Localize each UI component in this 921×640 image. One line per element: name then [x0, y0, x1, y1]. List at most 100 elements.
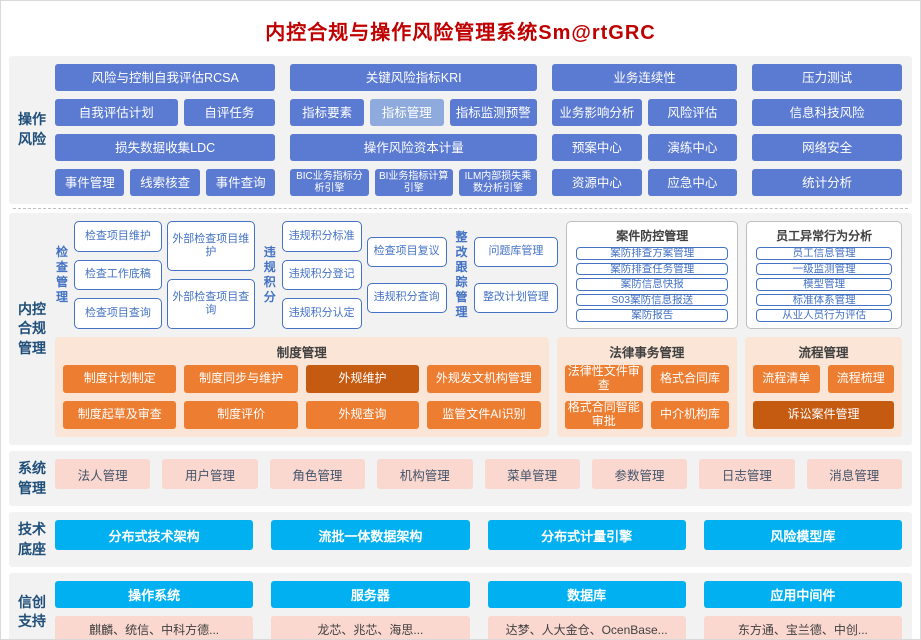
legal-module-button[interactable]: 格式合同智能审批	[564, 400, 643, 429]
inspection-module-button[interactable]: 外部检查项目查询	[166, 279, 255, 329]
process-module-button[interactable]: 诉讼案件管理	[753, 401, 894, 429]
op-risk-module-button[interactable]: BIC业务指标分析引擎	[290, 169, 369, 196]
policy-module-button[interactable]: 制度起草及审查	[63, 401, 177, 429]
operational-risk-content: 风险与控制自我评估RCSA 自我评估计划自评任务 损失数据收集LDC 事件管理线…	[55, 64, 902, 196]
op-risk-module-button[interactable]: 信息科技风险	[752, 99, 902, 126]
op-risk-module-button[interactable]: 指标监测预警	[449, 99, 538, 126]
band-label-xinchuang: 信创支持	[9, 581, 55, 639]
policy-module-button[interactable]: 制度计划制定	[63, 365, 177, 393]
policy-module-button[interactable]: 外规查询	[305, 401, 420, 429]
violation-module-button[interactable]: 违规积分认定	[281, 298, 362, 330]
system-module-button[interactable]: 菜单管理	[484, 459, 580, 489]
op-risk-module-button[interactable]: 风险评估	[647, 99, 738, 126]
violation-module-button[interactable]: 违规积分标准	[281, 221, 362, 252]
band-compliance: 内控合规管理 检查管理 检查项目维护检查工作底稿检查项目查询 外部检查项目维护外…	[9, 213, 912, 445]
system-module-button[interactable]: 用户管理	[162, 459, 258, 489]
policy-module-button[interactable]: 外规维护	[305, 365, 420, 393]
system-module-button[interactable]: 机构管理	[377, 459, 473, 489]
policy-module-button[interactable]: 外规发文机构管理	[427, 365, 541, 393]
case-prevention-module-button[interactable]: S03案防信息报送	[576, 293, 729, 307]
op-risk-module-button[interactable]: ILM内部损失乘数分析引擎	[458, 169, 538, 196]
op-risk-module-button[interactable]: BI业务指标计算引擎	[374, 169, 453, 196]
employee-behavior-module-button[interactable]: 员工信息管理	[756, 247, 892, 260]
rectification-module-button[interactable]: 整改计划管理	[473, 283, 559, 313]
button-row: 法律性文件审查格式合同库	[564, 364, 730, 393]
tech-module-button[interactable]: 分布式技术架构	[55, 520, 254, 551]
inspection-module-button[interactable]: 外部检查项目维护	[166, 221, 255, 271]
xinchuang-column-database: 数据库 达梦、人大金仓、OcenBase...	[487, 581, 686, 639]
tech-module-button[interactable]: 分布式计量引擎	[487, 520, 686, 551]
legal-module-button[interactable]: 格式合同库	[650, 365, 730, 393]
op-risk-module-button[interactable]: 自我评估计划	[55, 99, 178, 126]
panel-legal-affairs: 法律事务管理 法律性文件审查格式合同库格式合同智能审批中介机构库	[556, 337, 738, 437]
system-module-button[interactable]: 消息管理	[806, 459, 902, 489]
op-risk-module-button[interactable]: 事件管理	[55, 169, 125, 196]
op-risk-module-button[interactable]: 损失数据收集LDC	[55, 134, 276, 161]
xinchuang-category-header: 服务器	[271, 581, 470, 609]
employee-behavior-module-button[interactable]: 标准体系管理	[756, 293, 892, 307]
op-risk-module-button[interactable]: 压力测试	[752, 64, 902, 91]
case-prevention-module-button[interactable]: 案防排查方案管理	[576, 247, 729, 260]
group-label-violation: 违规积分	[263, 221, 277, 329]
case-prevention-module-button[interactable]: 案防排查任务管理	[576, 262, 729, 276]
panel-process-management: 流程管理 流程清单流程梳理诉讼案件管理	[745, 337, 902, 437]
op-risk-module-button[interactable]: 指标要素	[290, 99, 364, 126]
band-label-compliance: 内控合规管理	[9, 221, 55, 437]
case-prevention-module-button[interactable]: 案防信息快报	[576, 278, 729, 291]
operational-risk-grid: 风险与控制自我评估RCSA 自我评估计划自评任务 损失数据收集LDC 事件管理线…	[55, 64, 902, 196]
op-risk-module-button[interactable]: 风险与控制自我评估RCSA	[55, 64, 276, 91]
legal-module-button[interactable]: 法律性文件审查	[564, 364, 643, 393]
op-risk-module-button[interactable]: 线索核查	[130, 169, 200, 196]
tech-module-button[interactable]: 风险模型库	[703, 520, 902, 551]
employee-behavior-module-button[interactable]: 模型管理	[756, 278, 892, 291]
op-risk-module-button[interactable]: 业务影响分析	[552, 99, 642, 126]
employee-behavior-module-button[interactable]: 从业人员行为评估	[756, 309, 892, 322]
tech-modules-row: 分布式技术架构流批一体数据架构分布式计量引擎风险模型库	[55, 520, 902, 551]
op-risk-module-button[interactable]: 业务连续性	[552, 64, 738, 91]
case-prevention-module-button[interactable]: 案防报告	[576, 309, 729, 322]
process-module-button[interactable]: 流程梳理	[827, 365, 894, 393]
op-risk-module-button[interactable]: 自评任务	[183, 99, 276, 126]
system-module-button[interactable]: 参数管理	[591, 459, 688, 489]
op-risk-column-stress: 压力测试 信息科技风险 网络安全 统计分析	[752, 64, 902, 196]
op-risk-row: 压力测试	[752, 64, 902, 91]
group-label-rectification: 整改跟踪管理	[455, 221, 469, 329]
process-module-button[interactable]: 流程清单	[753, 365, 820, 393]
inspection-module-button[interactable]: 检查工作底稿	[74, 259, 162, 291]
op-risk-module-button[interactable]: 资源中心	[552, 169, 642, 196]
tech-module-button[interactable]: 流批一体数据架构	[271, 520, 470, 551]
op-risk-module-button[interactable]: 应急中心	[647, 169, 738, 196]
band-label-text: 信创支持	[18, 593, 46, 630]
op-risk-row: 操作风险资本计量	[290, 134, 538, 161]
case-prevention-items: 案防排查方案管理案防排查任务管理案防信息快报 S03案防信息报送案防报告	[576, 247, 729, 322]
op-risk-module-button[interactable]: 演练中心	[647, 134, 738, 161]
violation-module-button[interactable]: 违规积分查询	[366, 283, 447, 313]
inspection-module-button[interactable]: 检查项目查询	[74, 298, 162, 330]
panel-employee-behavior: 员工异常行为分析 员工信息管理一级监测管理模型管理标准体系管理从业人员行为评估	[746, 221, 902, 329]
policy-module-button[interactable]: 制度同步与维护	[184, 365, 298, 393]
violation-module-button[interactable]: 检查项目复议	[366, 237, 447, 267]
group-inspection-management: 检查管理 检查项目维护检查工作底稿检查项目查询 外部检查项目维护外部检查项目查询	[55, 221, 255, 330]
op-risk-row: 损失数据收集LDC	[55, 134, 276, 161]
op-risk-module-button[interactable]: 关键风险指标KRI	[290, 64, 538, 91]
xinchuang-vendor-list: 麒麟、统信、中科方德...	[55, 616, 254, 639]
op-risk-module-button[interactable]: 事件查询	[205, 169, 276, 196]
system-module-button[interactable]: 法人管理	[55, 459, 151, 489]
op-risk-module-button[interactable]: 操作风险资本计量	[290, 134, 538, 161]
op-risk-module-button[interactable]: 统计分析	[752, 169, 902, 196]
violation-module-button[interactable]: 违规积分登记	[281, 259, 362, 291]
policy-module-button[interactable]: 制度评价	[184, 401, 298, 429]
policy-module-button[interactable]: 监管文件AI识别	[427, 401, 541, 429]
rectification-module-button[interactable]: 问题库管理	[473, 237, 559, 267]
employee-behavior-module-button[interactable]: 一级监测管理	[756, 262, 892, 276]
op-risk-module-button[interactable]: 预案中心	[552, 134, 642, 161]
system-module-button[interactable]: 日志管理	[699, 459, 795, 489]
op-risk-module-button[interactable]: 网络安全	[752, 134, 902, 161]
op-risk-module-button[interactable]: 指标管理	[369, 99, 444, 126]
system-module-button[interactable]: 角色管理	[269, 459, 366, 489]
legal-module-button[interactable]: 中介机构库	[650, 401, 730, 429]
group-label-inspection: 检查管理	[55, 221, 69, 329]
inspection-module-button[interactable]: 检查项目维护	[74, 221, 162, 252]
